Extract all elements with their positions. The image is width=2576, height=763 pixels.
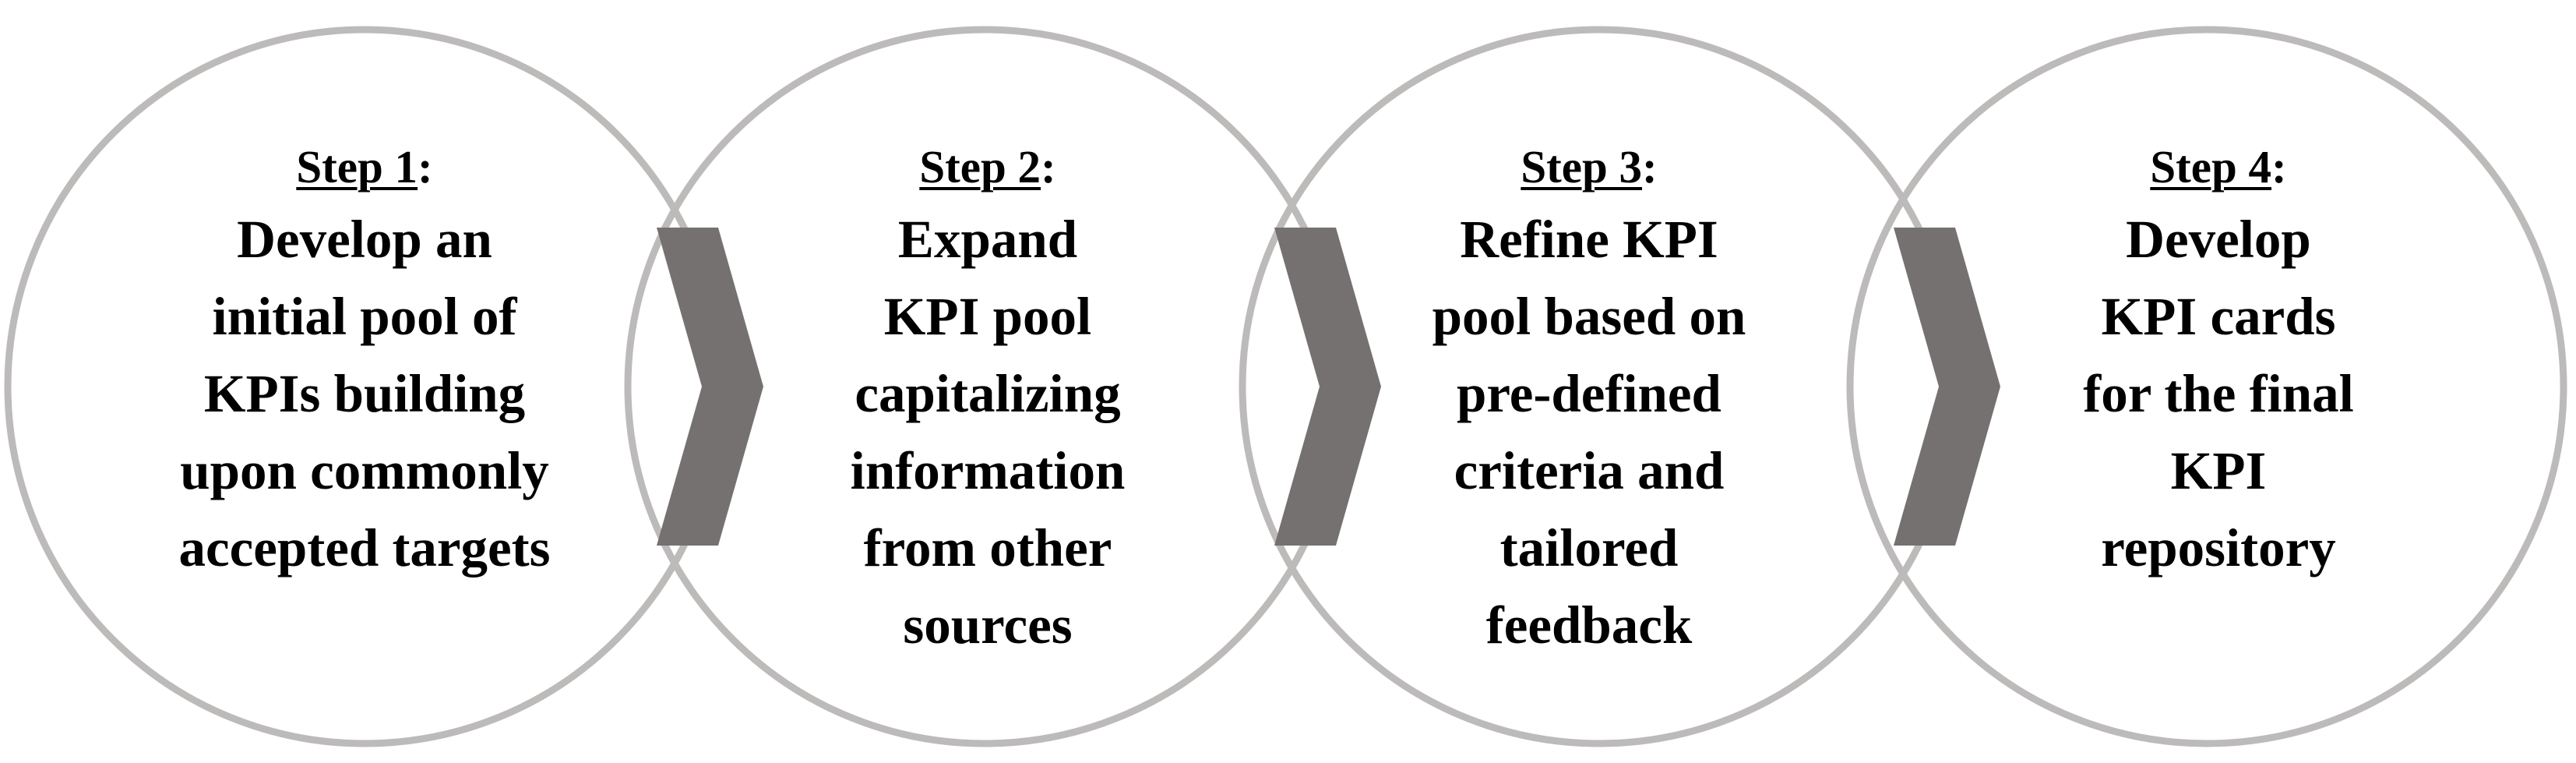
- step-1-description: Develop an initial pool of KPIs building…: [178, 210, 551, 578]
- step-3-text: Step 3: Refine KPI pool based on pre-def…: [1355, 139, 1823, 664]
- step-2-description: Expand KPI pool capitalizing information…: [850, 210, 1126, 655]
- step-1-label: Step 1: [296, 141, 418, 193]
- step-3-description: Refine KPI pool based on pre-defined cri…: [1432, 210, 1746, 655]
- step-1-text: Step 1: Develop an initial pool of KPIs …: [131, 139, 598, 587]
- arrow-1-icon: [657, 228, 763, 546]
- step-2-label-line: Step 2:: [919, 141, 1056, 193]
- step-4-label: Step 4: [2150, 141, 2272, 193]
- step-2-text: Step 2: Expand KPI pool capitalizing inf…: [754, 139, 1221, 664]
- step-4-label-line: Step 4:: [2150, 141, 2287, 193]
- step-3-label: Step 3: [1521, 141, 1643, 193]
- step-1-label-line: Step 1:: [296, 141, 433, 193]
- step-4-description: Develop KPI cards for the final KPI repo…: [2083, 210, 2354, 578]
- arrow-2-icon: [1274, 228, 1381, 546]
- step-4-circle: [1846, 26, 2567, 747]
- arrow-3-icon: [1894, 228, 2000, 546]
- step-2-label: Step 2: [919, 141, 1041, 193]
- step-3-label-line: Step 3:: [1521, 141, 1658, 193]
- step-4-text: Step 4: Develop KPI cards for the final …: [1985, 139, 2452, 587]
